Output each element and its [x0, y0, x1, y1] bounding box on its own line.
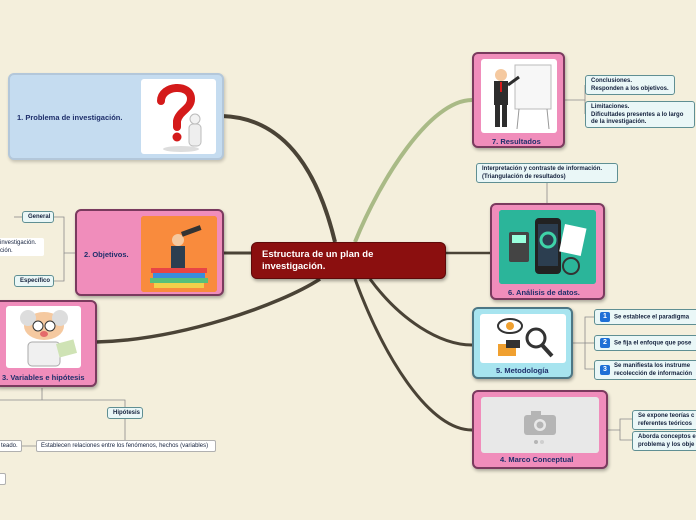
number-1-icon: 1 [600, 312, 610, 322]
metodologia-item-1-text: Se establece el paradigma [614, 314, 690, 321]
metodologia-item-3-line1: Se manifiesta los instrume [614, 363, 691, 369]
central-title: Estructura de un plan de investigación. [262, 249, 374, 272]
branch-analisis[interactable]: 6. Análisis de datos. [490, 203, 605, 300]
metodologia-item-2-text: Se fija el enfoque que pose [614, 340, 692, 347]
branch-marco-title: 4. Marco Conceptual [500, 455, 574, 464]
metodologia-item-2[interactable]: 2 Se fija el enfoque que pose [594, 335, 696, 351]
branch-problema[interactable]: 1. Problema de investigación. [8, 73, 224, 160]
presenter-with-board-icon [481, 59, 557, 133]
interpretacion-line2: (Triangulación de resultados) [482, 173, 566, 180]
teorias-line1: Se expone teorías c [638, 413, 695, 419]
metodologia-item-1[interactable]: 1 Se establece el paradigma [594, 309, 696, 325]
limitaciones-line1: Limitaciones. [591, 104, 630, 110]
camera-placeholder-icon [481, 397, 599, 453]
branch-objetivos[interactable]: 2. Objetivos. [75, 209, 224, 296]
variables-left-box [0, 473, 6, 485]
general-description: investigación. ción. [0, 238, 44, 256]
conclusiones-line1: Conclusiones. [591, 78, 633, 84]
eye-magnifier-icon [480, 314, 566, 363]
variables-left-text: teado. [1, 443, 18, 449]
conceptos-line1: Aborda conceptos e [638, 434, 696, 440]
branch-marco[interactable]: 4. Marco Conceptual [472, 390, 608, 469]
conceptos-note[interactable]: Aborda conceptos e problema y los obje [632, 431, 696, 451]
limitaciones-line3: de la investigación. [591, 119, 647, 125]
number-2-icon: 2 [600, 338, 610, 348]
branch-variables-title: 3. Variables e hipótesis [2, 373, 85, 382]
conclusiones-note[interactable]: Conclusiones. Responden a los objetivos. [585, 75, 675, 95]
teorias-line2: referentes teóricos [638, 420, 693, 427]
hipotesis-label[interactable]: Hipótesis [107, 407, 143, 419]
especifico-text: Específico [20, 278, 51, 284]
metodologia-item-3-line2: recolección de información [614, 370, 693, 377]
hipotesis-description: Establecen relaciones entre los fenómeno… [36, 440, 216, 452]
branch-resultados-title: 7. Resultados [492, 137, 541, 146]
branch-analisis-title: 6. Análisis de datos. [508, 288, 580, 297]
variables-left-note: teado. [0, 440, 22, 452]
general-text: General [28, 214, 51, 220]
number-3-icon: 3 [600, 365, 610, 375]
teorias-note[interactable]: Se expone teorías c referentes teóricos [632, 410, 696, 430]
data-analysis-phone-icon [499, 210, 596, 284]
question-mark-figure-icon [141, 79, 216, 154]
especifico-label[interactable]: Específico [14, 275, 54, 287]
general-label[interactable]: General [22, 211, 54, 223]
metodologia-item-3[interactable]: 3 Se manifiesta los instrume recolección… [594, 360, 696, 380]
hipotesis-desc-text: Establecen relaciones entre los fenómeno… [41, 443, 209, 449]
general-desc-line1: investigación. [0, 240, 37, 246]
conclusiones-line2: Responden a los objetivos. [591, 85, 669, 92]
branch-resultados[interactable]: 7. Resultados [472, 52, 565, 148]
scientist-icon [6, 306, 81, 368]
branch-problema-title: 1. Problema de investigación. [17, 113, 123, 122]
telescope-on-books-icon [141, 216, 217, 292]
limitaciones-note[interactable]: Limitaciones. Dificultades presentes a l… [585, 101, 695, 128]
conceptos-line2: problema y los obje [638, 441, 695, 448]
branch-variables[interactable]: 3. Variables e hipótesis [0, 300, 97, 387]
central-topic[interactable]: Estructura de un plan de investigación. [251, 242, 446, 279]
hipotesis-text: Hipótesis [113, 410, 141, 416]
branch-objetivos-title: 2. Objetivos. [84, 250, 129, 259]
interpretacion-note[interactable]: Interpretación y contraste de informació… [476, 163, 618, 183]
interpretacion-line1: Interpretación y contraste de informació… [482, 166, 603, 172]
branch-metodologia[interactable]: 5. Metodología [472, 307, 573, 379]
branch-metodologia-title: 5. Metodología [496, 366, 549, 375]
general-desc-line2: ción. [0, 247, 13, 254]
limitaciones-line2: Dificultades presentes a lo largo [591, 111, 684, 118]
